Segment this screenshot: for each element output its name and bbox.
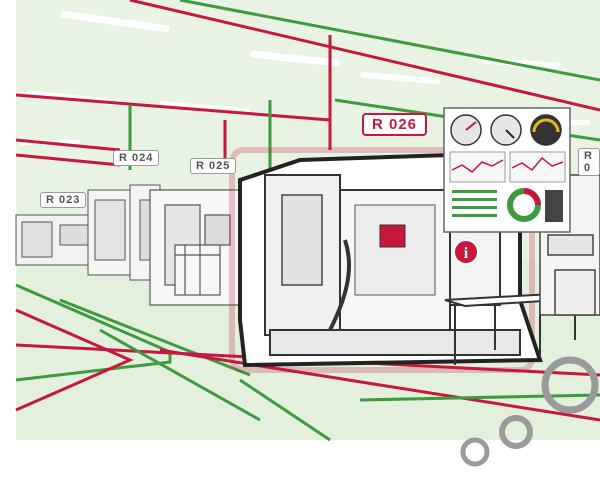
info-icon-glyph: i	[464, 245, 469, 262]
machine-dashboard[interactable]	[443, 107, 571, 233]
machine-label-r026[interactable]: R 026	[362, 113, 428, 136]
info-icon[interactable]	[453, 239, 479, 265]
machine-label-r023: R 023	[40, 192, 87, 208]
machine-label-r025: R 025	[190, 158, 237, 174]
machine-r023	[15, 214, 97, 266]
machine-label-r027: R 0	[578, 148, 600, 176]
machine-r025	[149, 189, 241, 306]
machine-label-r024: R 024	[113, 150, 160, 166]
decorative-rings	[460, 356, 599, 467]
trend-chart-right	[509, 151, 566, 183]
status-rows	[452, 190, 497, 217]
